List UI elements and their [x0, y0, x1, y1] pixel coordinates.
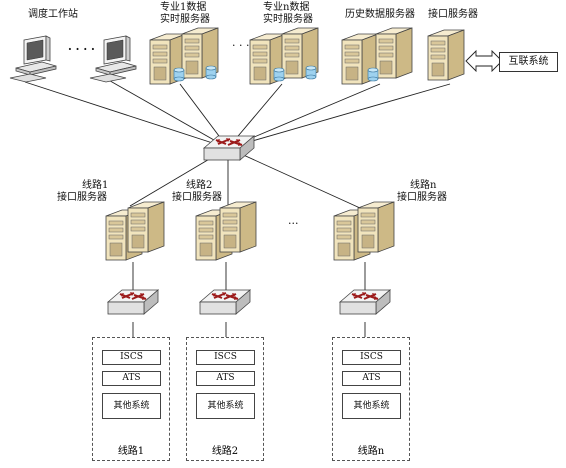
server-icon [375, 27, 413, 79]
pro1-label-line2: 实时服务器 [160, 14, 210, 25]
pro1-label-line1: 专业1数据 [160, 2, 207, 13]
line2-name: 线路2 [211, 446, 239, 457]
linen-name: 线路n [357, 446, 385, 457]
server-icon [219, 201, 257, 253]
other-systems-row: 其他系统 [102, 393, 161, 419]
server-icon [357, 201, 395, 253]
line1-server-label-1: 线路1 [82, 180, 109, 191]
line1-server-label-2: 接口服务器 [57, 192, 107, 203]
pron-label-line2: 实时服务器 [263, 14, 313, 25]
ats-row: ATS [342, 371, 401, 386]
workstation-label: 调度工作站 [28, 9, 78, 20]
disk-icon [205, 65, 217, 80]
line2-system-box: ISCS ATS 其他系统 线路2 [186, 337, 264, 461]
ats-row: ATS [102, 371, 161, 386]
iscs-row: ISCS [102, 350, 161, 365]
workstation-pc-icon [89, 35, 137, 83]
server-icon [127, 201, 165, 253]
line-ellipsis: ··· [288, 217, 299, 230]
ats-row: ATS [196, 371, 255, 386]
server-icon [427, 29, 465, 81]
workstation-pc-icon [9, 35, 57, 83]
other-systems-row: 其他系统 [196, 393, 255, 419]
history-server-label: 历史数据服务器 [345, 9, 415, 20]
iscs-row: ISCS [196, 350, 255, 365]
line-switch-icon [107, 289, 159, 315]
linen-server-label-1: 线路n [410, 180, 437, 191]
workstation-ellipsis: · · · · [68, 43, 95, 56]
iscs-row: ISCS [342, 350, 401, 365]
disk-icon [273, 67, 285, 82]
server-ellipsis: · · · [232, 39, 250, 52]
line-switch-icon [199, 289, 251, 315]
linen-system-box: ISCS ATS 其他系统 线路n [332, 337, 410, 461]
line1-system-box: ISCS ATS 其他系统 线路1 [92, 337, 170, 461]
other-systems-row: 其他系统 [342, 393, 401, 419]
disk-icon [173, 67, 185, 82]
disk-icon [367, 67, 379, 82]
internet-system-box: 互联系统 [499, 52, 558, 72]
double-arrow-icon [465, 49, 503, 73]
interface-server-label: 接口服务器 [428, 9, 478, 20]
pron-label-line1: 专业n数据 [263, 2, 310, 13]
linen-server-label-2: 接口服务器 [397, 192, 447, 203]
line-switch-icon [339, 289, 391, 315]
line2-server-label-1: 线路2 [186, 180, 213, 191]
line2-server-label-2: 接口服务器 [172, 192, 222, 203]
disk-icon [305, 65, 317, 80]
line1-name: 线路1 [117, 446, 145, 457]
